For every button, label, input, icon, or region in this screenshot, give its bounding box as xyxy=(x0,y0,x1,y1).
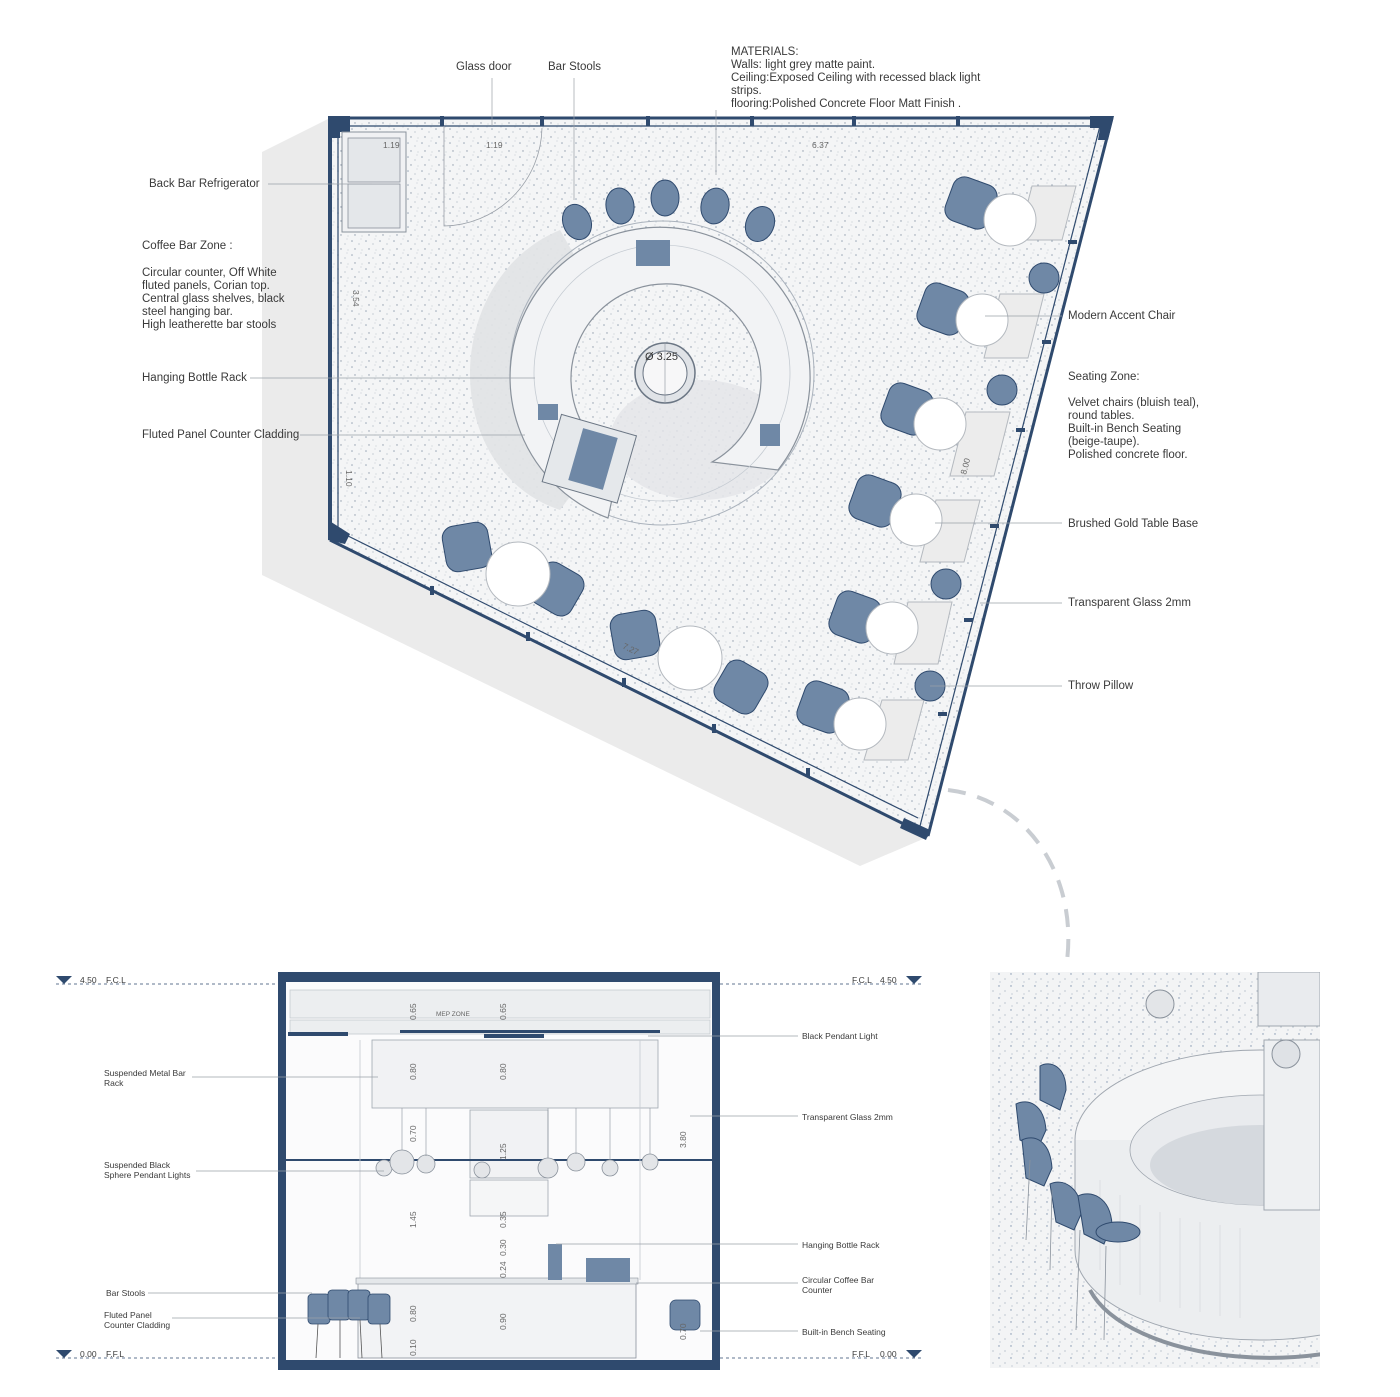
label-transparent-glass: Transparent Glass 2mm xyxy=(1068,597,1191,609)
label-hanging-bottle-rack: Hanging Bottle Rack xyxy=(142,372,247,384)
label-black-pendant: Black Pendant Light xyxy=(802,1031,878,1041)
fcl-left-label: F.C.L xyxy=(106,975,126,985)
ffl-right-value: 0.00 xyxy=(880,1349,897,1359)
ffl-left-label: F.F.L xyxy=(106,1349,124,1359)
fcl-right-value: 4.50 xyxy=(880,975,897,985)
label-bench-seating: Built-in Bench Seating xyxy=(802,1327,886,1337)
bar-stools-plan xyxy=(561,179,776,242)
fcl-right-label: F.C.L xyxy=(852,975,872,985)
label-section-fluted-panel: Fluted Panel Counter Cladding xyxy=(104,1310,171,1330)
dim-4: 3.54 xyxy=(351,290,361,307)
dim-3: 6.37 xyxy=(812,140,829,150)
materials-title: MATERIALS: xyxy=(731,46,799,58)
velvet-chairs xyxy=(441,176,998,734)
fcl-left-value: 4.50 xyxy=(80,975,97,985)
view-connector xyxy=(947,788,1071,969)
materials-flooring: flooring:Polished Concrete Floor Matt Fi… xyxy=(731,98,962,110)
ffl-right-label: F.F.L xyxy=(852,1349,870,1359)
materials-ceiling: Ceiling:Exposed Ceiling with recessed bl… xyxy=(731,72,981,84)
label-bar-stools: Bar Stools xyxy=(548,61,602,73)
label-fluted-panel-cladding: Fluted Panel Counter Cladding xyxy=(142,429,300,441)
round-tables xyxy=(485,193,1037,751)
seating-description: Velvet chairs (bluish teal), round table… xyxy=(1068,397,1200,461)
dim-2: 1.19 xyxy=(486,140,503,150)
label-throw-pillow: Throw Pillow xyxy=(1068,680,1134,692)
dim-5: 1.10 xyxy=(344,470,354,487)
label-coffee-bar-zone: Coffee Bar Zone : xyxy=(142,240,233,252)
materials-ceiling-2: strips. xyxy=(731,85,762,97)
dim-1: 1.19 xyxy=(383,140,400,150)
label-suspended-rack: Suspended Metal Bar Rack xyxy=(104,1068,186,1088)
label-brushed-gold: Brushed Gold Table Base xyxy=(1068,518,1199,530)
label-seating-zone: Seating Zone: xyxy=(1068,371,1140,383)
label-modern-accent-chair: Modern Accent Chair xyxy=(1068,310,1176,322)
dim-center: Ø 3.25 xyxy=(645,351,678,363)
label-suspended-lights: Suspended Black Sphere Pendant Lights xyxy=(104,1160,191,1180)
label-circular-bar: Circular Coffee Bar Counter xyxy=(802,1275,875,1295)
dim-6: 8.00 xyxy=(958,457,972,476)
label-section-transparent-glass: Transparent Glass 2mm xyxy=(802,1112,893,1122)
coffee-bar-description: Circular counter, Off White fluted panel… xyxy=(142,267,285,331)
label-glass-door: Glass door xyxy=(456,61,512,73)
ffl-left-value: 0.00 xyxy=(80,1349,97,1359)
label-back-bar-refrigerator: Back Bar Refrigerator xyxy=(149,178,260,190)
label-section-bar-stools: Bar Stools xyxy=(106,1288,146,1298)
label-section-hanging-bottle: Hanging Bottle Rack xyxy=(802,1240,880,1250)
materials-walls: Walls: light grey matte paint. xyxy=(731,59,876,71)
